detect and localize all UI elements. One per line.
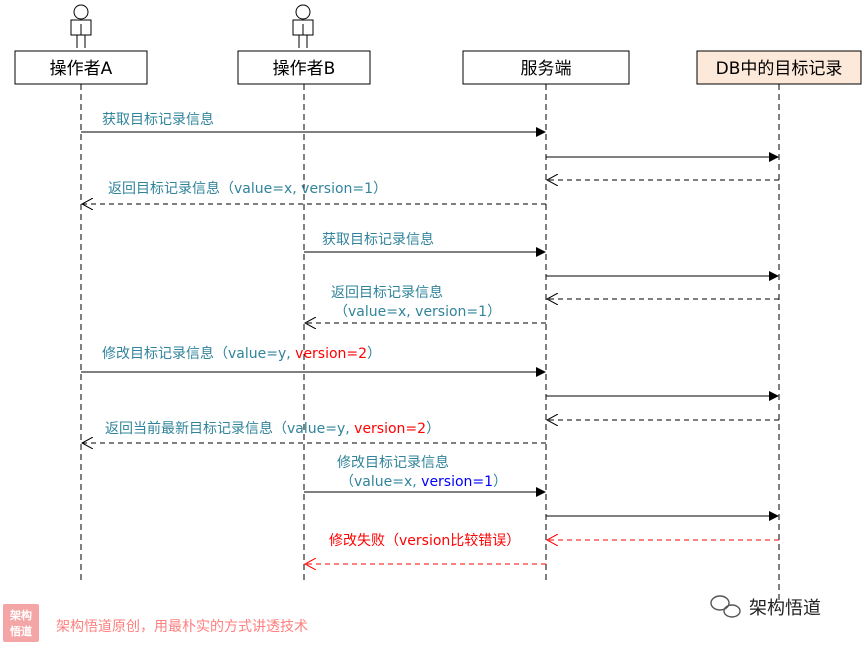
actor-a-box: 操作者A [14,50,148,85]
actor-a-label: 操作者A [50,59,113,79]
actor-a-figure-icon [70,4,92,48]
message-6-label: 返回当前最新目标记录信息（value=y, version=2） [105,420,440,437]
actor-b-label: 操作者B [273,59,336,79]
message-3-label: 获取目标记录信息 [322,231,434,248]
svg-text:悟道: 悟道 [10,624,32,638]
db-box: DB中的目标记录 [696,50,862,85]
actor-b-figure-icon [292,4,314,48]
message-4-label-line1: 返回目标记录信息 [331,284,443,301]
message-8-label: 修改失败（version比较错误） [329,533,520,549]
wechat-icon [710,595,741,618]
server-box: 服务端 [462,50,630,85]
message-2-label: 返回目标记录信息（value=x, version=1） [108,180,387,197]
message-7-label-line1: 修改目标记录信息 [337,454,449,471]
brand-badge: 架构 悟道 [3,604,39,642]
message-5-label: 修改目标记录信息（value=y, version=2） [102,345,381,362]
message-1-label: 获取目标记录信息 [102,111,214,128]
svg-text:架构: 架构 [9,608,32,622]
footer-text: 架构悟道原创，用最朴实的方式讲透技术 [56,619,308,635]
watermark-text: 架构悟道 [749,598,821,619]
db-label: DB中的目标记录 [716,59,843,79]
actor-b-box: 操作者B [237,50,371,85]
message-7-label-line2: （value=x, version=1） [340,474,507,490]
server-label: 服务端 [521,59,572,79]
message-4-label-line2: （value=x, version=1） [334,304,501,320]
